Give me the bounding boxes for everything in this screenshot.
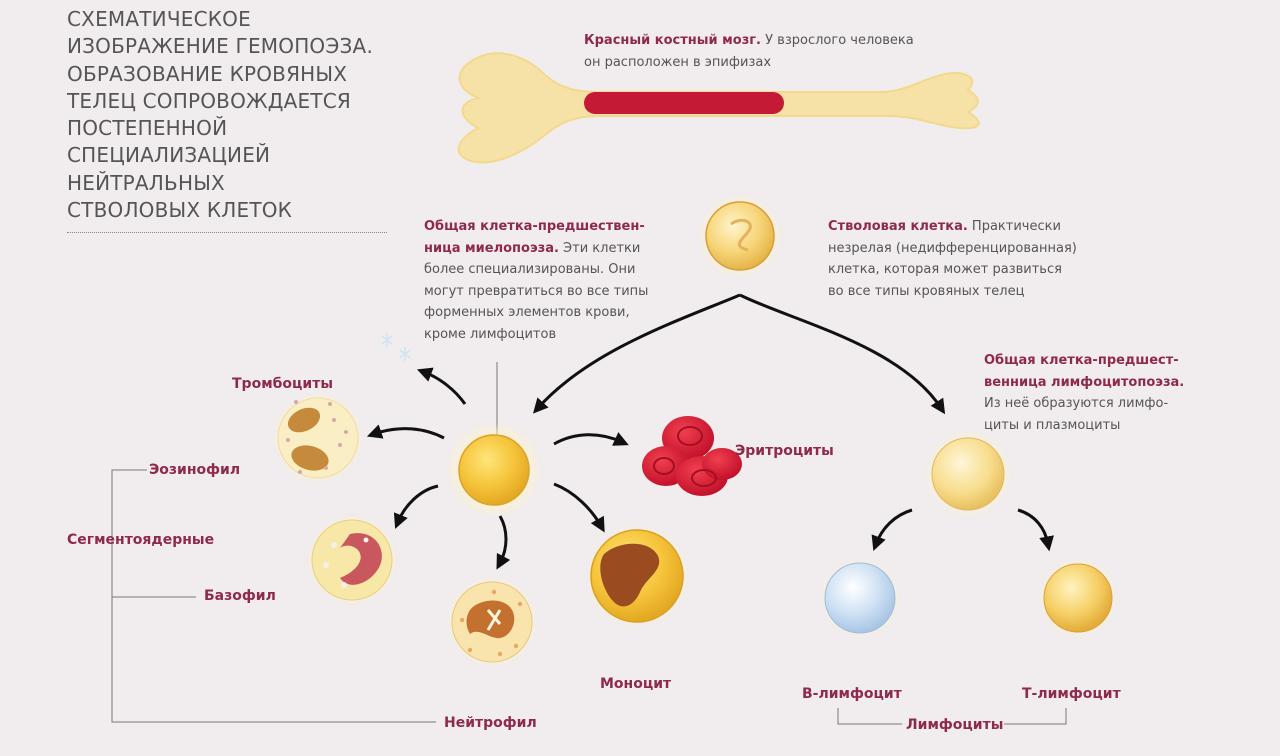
title-line: СПЕЦИАЛИЗАЦИЕЙ [67,143,271,168]
bone-marrow-note: Красный костный мозг. У взрослого челове… [584,30,914,73]
title-line: ТЕЛЕЦ СОПРОВОЖДАЕТСЯ [67,88,351,113]
t-lymphocyte-cell [1038,558,1118,638]
red-marrow [584,92,784,114]
myeloid-note: Общая клетка-предшествен- ница миелопоэз… [424,216,648,345]
stem-note-text: клетка, которая может развиться [828,262,1062,277]
arrow-to-erythrocytes [553,432,629,446]
label-basophil: Базофил [204,588,276,604]
arrow-to-monocyte [553,482,605,533]
title-line: ПОСТЕПЕННОЙ [67,116,228,141]
lymphoid-note: Общая клетка-предшест- венница лимфоцито… [984,350,1184,436]
label-b-lymphocyte: В-лимфоцит [802,686,902,702]
myeloid-note-text: могут превратиться во все типы [424,283,649,299]
stem-cell [698,194,782,278]
label-erythrocytes: Эритроциты [735,443,834,459]
stem-note-text: незрелая (недифференцированная) [828,240,1077,256]
title-line: ОБРАЗОВАНИЕ КРОВЯНЫХ [67,61,348,86]
arrow-to-t-lymphocyte [1017,508,1054,552]
title-line: ИЗОБРАЖЕНИЕ ГЕМОПОЭЗА. [67,34,374,59]
label-eosinophil: Эозинофил [149,462,241,478]
bone-note-text: У взрослого человека [761,33,914,48]
stem-note-text: во все типы кровяных телец [828,283,1025,299]
neutrophil-cell [446,576,538,668]
arrow-stem-to-myeloid [532,293,741,414]
arrows [366,293,1054,570]
title-line: СХЕМАТИЧЕСКОЕ [67,7,251,31]
arrow-to-b-lymphocyte [871,508,913,552]
label-segmented: Сегментоядерные [67,532,215,548]
lymphoid-note-bold: Общая клетка-предшест- [984,353,1179,368]
label-t-lymphocyte: Т-лимфоцит [1022,686,1121,702]
myeloid-precursor-cell [446,422,542,518]
lymphoid-note-bold: венница лимфоцитопоэза. [984,374,1185,390]
lymphoid-note-text: циты и плазмоциты [984,417,1121,433]
stem-note-text: Практически [967,219,1061,234]
title-line: НЕЙТРАЛЬНЫХ [67,170,225,195]
myeloid-note-text: кроме лимфоцитов [424,326,557,342]
label-monocyte: Моноцит [600,676,672,692]
label-neutrophil: Нейтрофил [444,715,537,731]
lymphoid-note-text: Из неё образуются лимфо- [984,396,1169,411]
bone-note-bold: Красный костный мозг. [584,33,761,48]
basophil-cell [306,514,398,606]
stem-cell-note: Стволовая клетка. Практически незрелая (… [828,216,1077,302]
label-lymphocytes: Лимфоциты [906,717,1004,733]
myeloid-note-bold: Общая клетка-предшествен- [424,219,645,234]
myeloid-note-text: более специализированы. Они [424,262,636,277]
stem-note-bold: Стволовая клетка. [828,219,968,234]
myeloid-note-text: форменных элементов крови, [424,305,630,320]
label-platelets: Тромбоциты [232,376,333,392]
myeloid-note-text: Эти клетки [558,240,641,256]
b-lymphocyte-cell [820,558,900,638]
arrow-to-basophil [393,484,439,529]
arrow-stem-to-lymphoid [739,293,946,415]
arrow-to-eosinophil [366,424,445,440]
title-divider [67,232,387,233]
erythrocytes-cells [642,416,742,496]
title-line: СТВОЛОВЫХ КЛЕТОК [67,198,293,223]
bone-illustration [457,52,980,164]
monocyte-cell [585,524,689,628]
platelets-cell [272,333,411,484]
bracket-lines [111,362,1067,725]
arrow-to-neutrophil [496,515,511,570]
myeloid-note-bold: ница миелопоэза. [424,240,559,256]
arrow-to-platelets [416,367,467,405]
lymphoid-precursor-cell [924,430,1012,518]
bone-note-text: он расположен в эпифизах [584,54,772,70]
page-title: СХЕМАТИЧЕСКОЕ ИЗОБРАЖЕНИЕ ГЕМОПОЭЗА. ОБР… [67,6,407,224]
